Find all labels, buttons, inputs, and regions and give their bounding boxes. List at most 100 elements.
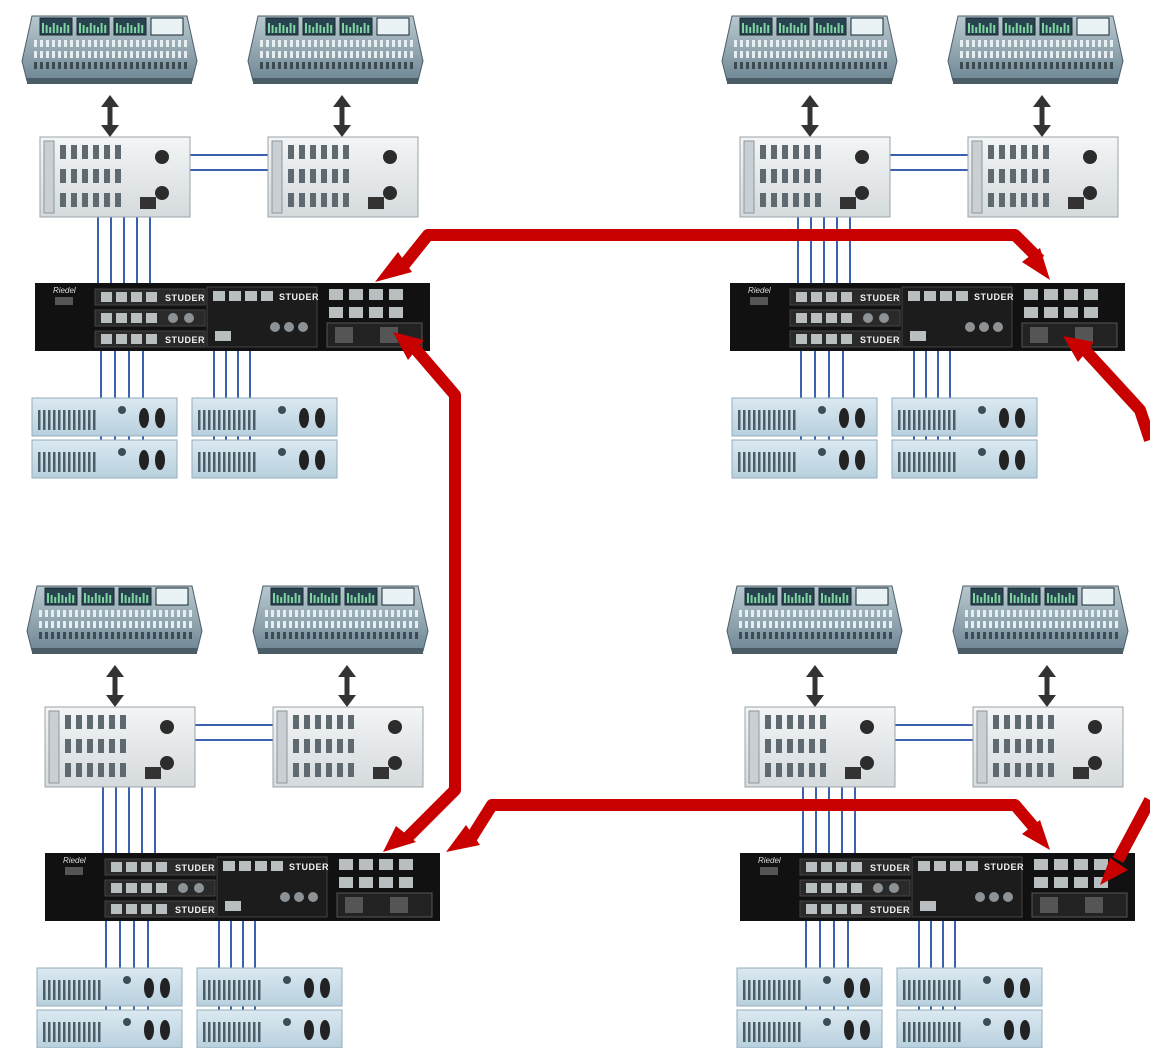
- rj45-port: [1084, 307, 1098, 318]
- fader: [350, 62, 353, 69]
- fader: [69, 610, 72, 617]
- fader: [105, 610, 108, 617]
- meter-bar: [1030, 25, 1033, 33]
- fader: [1026, 51, 1029, 58]
- fader: [404, 62, 407, 69]
- io-connector: [1004, 763, 1010, 777]
- io-connector: [787, 739, 793, 753]
- fader: [1085, 621, 1088, 628]
- fader: [770, 40, 773, 47]
- fader: [58, 62, 61, 69]
- fader: [1080, 51, 1083, 58]
- io-connector: [326, 763, 332, 777]
- rj45-port: [329, 289, 343, 300]
- stagebox-knob: [123, 976, 131, 984]
- router-brand-label: STUDER: [175, 863, 215, 873]
- fader: [865, 621, 868, 628]
- fader: [800, 51, 803, 58]
- fader: [319, 632, 322, 639]
- fader: [356, 51, 359, 58]
- rj45-port: [918, 861, 930, 871]
- fader: [823, 621, 826, 628]
- stagebox-fader: [798, 1022, 801, 1042]
- fader: [332, 51, 335, 58]
- meter-bar: [368, 593, 371, 603]
- fader: [397, 632, 400, 639]
- rj45-port: [796, 292, 807, 302]
- fader: [769, 632, 772, 639]
- io-connector: [820, 763, 826, 777]
- fader: [386, 40, 389, 47]
- stagebox-connector: [860, 1020, 870, 1040]
- fader: [1044, 51, 1047, 58]
- stagebox-connector: [1004, 1020, 1014, 1040]
- stagebox-fader: [228, 410, 231, 430]
- fader: [40, 40, 43, 47]
- meter-bar: [831, 593, 834, 603]
- fader: [883, 610, 886, 617]
- rj45-port: [826, 292, 837, 302]
- io-connector: [815, 145, 821, 159]
- stagebox-fader: [948, 1022, 951, 1042]
- stagebox-fader: [788, 1022, 791, 1042]
- fader: [770, 51, 773, 58]
- fader: [1061, 632, 1064, 639]
- power-inlet: [1040, 897, 1058, 913]
- rj45-port: [141, 862, 152, 872]
- io-connector: [304, 739, 310, 753]
- stagebox-fader: [43, 410, 46, 430]
- fader: [386, 62, 389, 69]
- fader: [112, 62, 115, 69]
- fader: [1080, 62, 1083, 69]
- io-connector: [776, 715, 782, 729]
- fader: [739, 621, 742, 628]
- rj45-port: [841, 313, 852, 323]
- fader: [860, 51, 863, 58]
- meter-bar: [1047, 593, 1049, 603]
- arrow-head-down: [338, 695, 356, 707]
- fader: [764, 62, 767, 69]
- meter-bar: [772, 595, 775, 603]
- fader: [842, 62, 845, 69]
- fader: [1032, 40, 1035, 47]
- console-base: [953, 78, 1118, 84]
- power-inlet: [1030, 327, 1048, 343]
- fader: [978, 62, 981, 69]
- fader: [960, 62, 963, 69]
- stagebox-connector: [320, 978, 330, 998]
- fader: [148, 62, 151, 69]
- fader: [374, 62, 377, 69]
- io-connector: [771, 145, 777, 159]
- stagebox-fader: [208, 980, 211, 1000]
- io-connector: [820, 739, 826, 753]
- fader: [830, 51, 833, 58]
- fader: [817, 621, 820, 628]
- fader: [171, 621, 174, 628]
- fader: [866, 51, 869, 58]
- stagebox-fader: [253, 980, 256, 1000]
- fader: [404, 40, 407, 47]
- meter-bar: [835, 595, 838, 603]
- fader: [93, 632, 96, 639]
- stagebox-fader: [63, 1022, 66, 1042]
- meter-bar: [93, 25, 96, 33]
- stagebox-fader: [198, 452, 201, 472]
- stagebox-fader: [253, 1022, 256, 1042]
- rj45-port: [239, 861, 251, 871]
- meter-bar: [72, 595, 75, 603]
- fader: [283, 621, 286, 628]
- fader: [398, 40, 401, 47]
- io-connector: [815, 169, 821, 183]
- fader: [284, 40, 287, 47]
- stagebox-fader: [783, 980, 786, 1000]
- bnc-port: [294, 892, 304, 902]
- fader: [799, 621, 802, 628]
- fader: [361, 621, 364, 628]
- io-knob: [1083, 150, 1097, 164]
- fader: [990, 51, 993, 58]
- fader: [878, 51, 881, 58]
- rj45-port: [1074, 859, 1088, 870]
- fader: [787, 610, 790, 617]
- stagebox-fader: [773, 980, 776, 1000]
